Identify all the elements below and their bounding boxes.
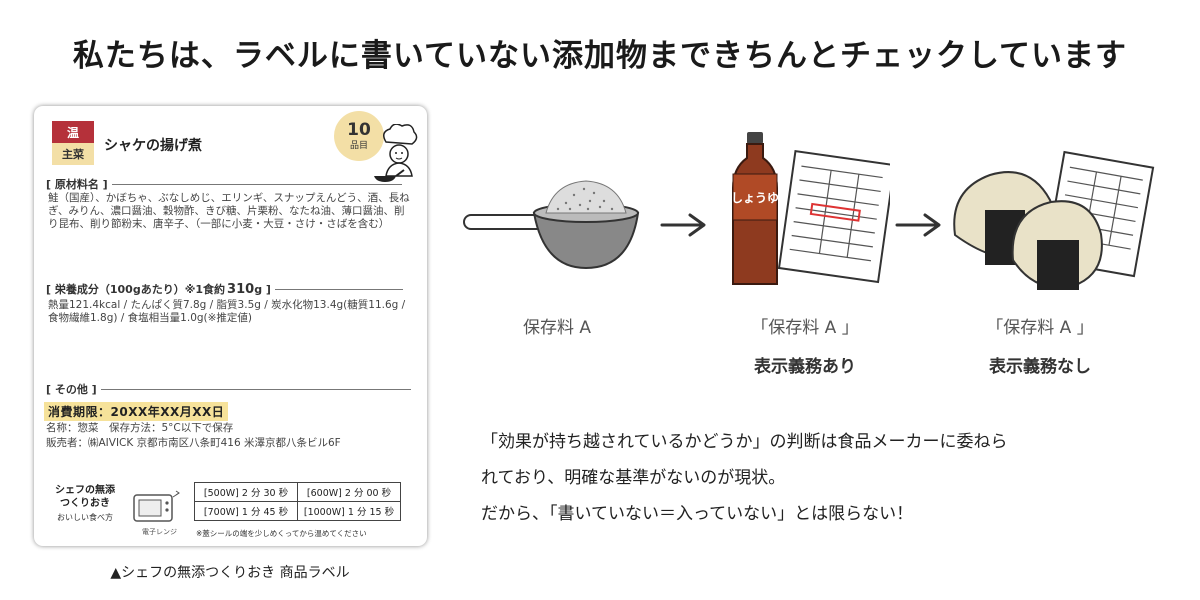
microwave-icon — [133, 490, 180, 522]
other-heading: [ その他 ] — [46, 381, 411, 397]
heating-time-cell: [500W] 2 分 30 秒 — [194, 482, 298, 502]
label-not-required-text: 表示義務なし — [989, 357, 1091, 377]
expiry-date: 消費期限：20XX年XX月XX日 — [44, 402, 229, 421]
step-caption-required: 「保存料 A 」 — [751, 318, 859, 338]
soy-sauce-bottle-icon: しょうゆ — [731, 132, 890, 285]
heating-time-cell: [700W] 1 分 45 秒 — [194, 501, 298, 521]
microwave-label: 電子レンジ — [142, 528, 177, 536]
label-required-text: 表示義務あり — [754, 357, 856, 377]
arrow-right-icon — [895, 213, 941, 237]
step-caption-preservative: 保存料 A — [522, 318, 592, 338]
product-name: シャケの揚げ煮 — [104, 138, 202, 154]
heating-time-cell: [600W] 2 分 00 秒 — [297, 482, 401, 502]
table-row: [700W] 1 分 45 秒 [1000W] 1 分 15 秒 — [194, 501, 401, 521]
item-count: 10 — [347, 119, 371, 140]
product-label-card: 温 主菜 シャケの揚げ煮 10 品目 [ 原材料名 ] 鮭（国産）、かぼちゃ、ぶ… — [34, 106, 427, 546]
arrow-right-icon — [660, 213, 706, 237]
nutrition-weight: 310 — [227, 281, 255, 297]
explanation-text: 「効果が持ち越されているかどうか」の判断は食品メーカーに委ねら れており、明確な… — [481, 424, 1181, 532]
ingredients-heading: [ 原材料名 ] — [46, 176, 402, 192]
heating-note: ※蓋シールの端を少しめくってから温めてください — [196, 529, 367, 538]
table-row: [500W] 2 分 30 秒 [600W] 2 分 00 秒 — [194, 482, 401, 502]
explanation-line: れており、明確な基準がないのが現状。 — [481, 468, 786, 488]
headline: 私たちは、ラベルに書いていない添加物まできちんとチェックしています — [72, 38, 1128, 74]
explanation-line: 「効果が持ち越されているかどうか」の判断は食品メーカーに委ねら — [481, 432, 1008, 452]
heating-time-table: [500W] 2 分 30 秒 [600W] 2 分 00 秒 [700W] 1… — [194, 482, 401, 521]
powder-scoop-icon — [463, 180, 640, 270]
brand-logo: シェフの無添 つくりおき おいしい食べ方 — [55, 485, 115, 522]
step-caption-not-required: 「保存料 A 」 — [986, 318, 1094, 338]
nutrition-text: 熱量121.4kcal / たんぱく質7.8g / 脂質3.5g / 炭水化物1… — [48, 299, 406, 324]
explanation-line: だから、「書いていない＝入っていない」とは限らない！ — [481, 504, 914, 524]
soy-sauce-label-text: しょうゆ — [731, 191, 779, 205]
seller-info: 販売者：㈱AIVICK 京都市南区八条町416 米澤京都八条ビル6F — [46, 437, 341, 449]
main-dish-badge: 主菜 — [52, 143, 94, 165]
label-caption: ▲シェフの無添つくりおき 商品ラベル — [110, 565, 350, 581]
product-name-storage: 名称：惣菜 保存方法：5°C以下で保存 — [46, 422, 234, 434]
item-count-badge: 10 品目 — [334, 111, 384, 161]
hot-badge: 温 — [52, 121, 94, 143]
item-count-unit: 品目 — [349, 140, 368, 151]
heating-time-cell: [1000W] 1 分 15 秒 — [297, 501, 401, 521]
rice-ball-icon — [953, 150, 1155, 290]
ingredients-text: 鮭（国産）、かぼちゃ、ぶなしめじ、エリンギ、スナップえんどう、酒、長ねぎ、みりん… — [48, 192, 410, 230]
chef-illustration-icon — [374, 124, 418, 182]
